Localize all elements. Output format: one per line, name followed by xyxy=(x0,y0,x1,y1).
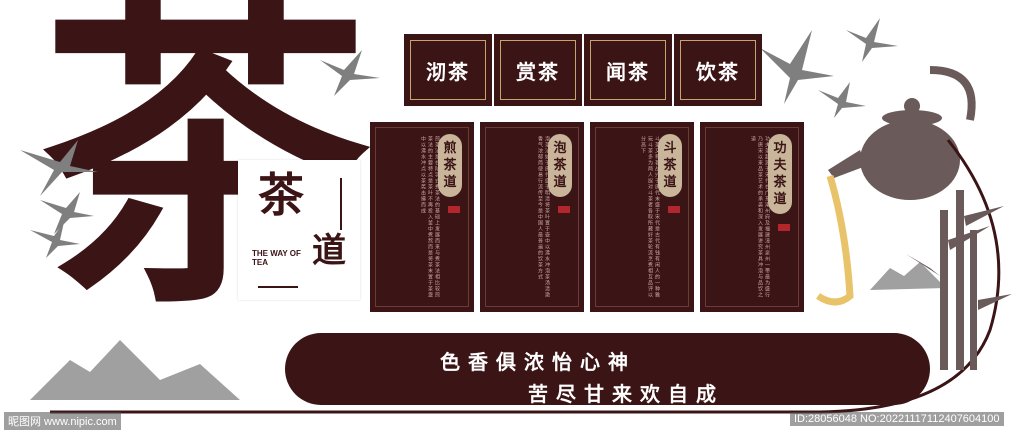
logo-char-way: 道 xyxy=(312,231,346,271)
panel-dou-cha: 斗茶又称茗战兴于唐代末盛于宋代是古代有钱有闲人的一种雅玩斗茶多为两人捉对斗茶者各… xyxy=(590,122,694,312)
logo-english: THE WAY OF TEA xyxy=(252,249,301,267)
watermark-right: ID:28056048 NO:20221117112407604100 xyxy=(790,412,1004,426)
bird-icon xyxy=(846,18,898,62)
logo-char-tea: 茶 xyxy=(258,168,304,222)
panel-gongfu-cha: 功夫茶起源于宋代在广东潮州府及福建漳州泉州一带最为盛行乃唐宋以来品茶艺术的承袭和… xyxy=(700,122,804,312)
mountain-right xyxy=(870,262,946,290)
logo-bar xyxy=(340,178,342,230)
plaque-label: 沏茶 xyxy=(426,59,470,84)
panel-jian-cha: 煎茶法是在陆羽式煮茶法的基础上发展而来与煮茶法相比较煎茶法的主要特点是茶叶不再投… xyxy=(370,122,474,312)
plaque-label: 闻茶 xyxy=(606,59,650,84)
seal-icon xyxy=(558,206,570,213)
panel-body: 功夫茶起源于宋代在广东潮州府及福建漳州泉州一带最为盛行乃唐宋以来品茶艺术的承袭和… xyxy=(750,136,770,298)
tea-stream xyxy=(816,175,854,306)
mountain-left xyxy=(30,340,240,400)
bird-icon xyxy=(30,222,80,258)
bird-icon xyxy=(40,192,94,234)
motto-line-2: 苦尽甘来欢自成 xyxy=(528,382,724,406)
panel-title: 煎 茶 道 xyxy=(438,134,462,197)
logo-card xyxy=(238,160,360,300)
panel-title: 功 夫 茶 道 xyxy=(768,134,792,214)
panel-title: 泡 茶 道 xyxy=(548,134,572,197)
panel-body: 斗茶又称茗战兴于唐代末盛于宋代是古代有钱有闲人的一种雅玩斗茶多为两人捉对斗茶者各… xyxy=(640,136,660,298)
bird-icon xyxy=(20,140,98,196)
seal-icon xyxy=(668,206,680,213)
seal-icon xyxy=(448,206,460,213)
bird-icon xyxy=(760,30,834,104)
panel-title: 斗 茶 道 xyxy=(658,134,682,197)
plaque-smell: 闻茶 xyxy=(584,34,672,106)
plaque-label: 饮茶 xyxy=(696,59,740,84)
seal-icon xyxy=(778,224,790,231)
motto-line-1: 色香俱浓怡心神 xyxy=(440,350,636,374)
teapot-icon xyxy=(828,66,976,200)
bird-icon xyxy=(818,82,866,118)
watermark-left: 昵图网 www.nipic.com xyxy=(4,412,121,430)
bird-icon xyxy=(320,50,380,96)
arc-line xyxy=(50,139,1001,414)
plaque-drink: 饮茶 xyxy=(674,34,762,106)
panel-pao-cha: 泡茶法始于唐代盛于明清将茶叶置于壶中以沸水冲泡茶汤清澈香气浓郁简便易行流传至今是… xyxy=(480,122,584,312)
plaque-label: 赏茶 xyxy=(516,59,560,84)
bamboo-icon xyxy=(906,190,1012,370)
logo-bar xyxy=(258,286,298,288)
panel-body: 煎茶法是在陆羽式煮茶法的基础上发展而来与煮茶法相比较煎茶法的主要特点是茶叶不再投… xyxy=(420,136,440,298)
plaque-brew: 沏茶 xyxy=(404,34,492,106)
plaque-appreciate: 赏茶 xyxy=(494,34,582,106)
panel-body: 泡茶法始于唐代盛于明清将茶叶置于壶中以沸水冲泡茶汤清澈香气浓郁简便易行流传至今是… xyxy=(537,136,550,298)
motto-band xyxy=(285,333,930,405)
